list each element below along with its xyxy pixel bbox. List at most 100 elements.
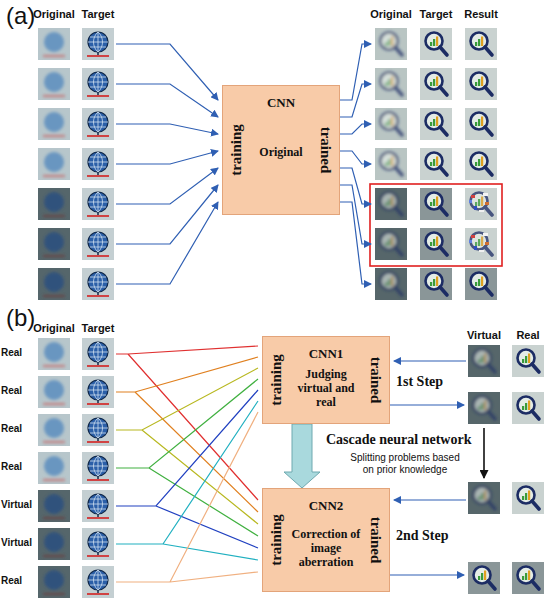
blurred-thumbnail (38, 268, 70, 300)
target-thumbnail (420, 68, 452, 100)
result-thumbnail (465, 68, 497, 100)
side-label: trained (367, 357, 384, 404)
result-thumbnail (465, 268, 497, 300)
row-label: Real (1, 347, 22, 359)
row-label: Real (1, 461, 22, 473)
panel-label: (b) (6, 304, 35, 332)
side-label: trained (367, 517, 384, 564)
box-body: Original (247, 146, 315, 160)
blurred-thumbnail (38, 338, 70, 370)
data-arrow (340, 124, 371, 134)
data-arrows (116, 44, 371, 284)
training-line (116, 346, 258, 500)
blurred-thumbnail (375, 148, 407, 180)
target-thumbnail (82, 28, 114, 60)
data-arrow (340, 84, 371, 117)
box-title: CNN2 (289, 498, 363, 514)
side-label: training (228, 124, 245, 176)
blurred-thumbnail (38, 452, 70, 484)
column-header: Virtual (460, 329, 508, 342)
data-arrow (116, 168, 218, 204)
training-line (116, 401, 258, 560)
step-label: 1st Step (396, 374, 443, 390)
step-arrow (390, 404, 464, 405)
training-line (116, 412, 258, 582)
data-arrow (116, 124, 218, 134)
target-thumbnail (82, 528, 114, 560)
network-box: CNN1Judging virtual and realtrainingtrai… (262, 336, 390, 424)
training-line (116, 357, 258, 512)
blurred-thumbnail (375, 228, 407, 260)
network-box: CNNOriginaltrainingtrained (222, 85, 340, 215)
box-body: Judging virtual and real (287, 368, 365, 409)
blurred-thumbnail (38, 528, 70, 560)
blurred-thumbnail (375, 108, 407, 140)
blurred-thumbnail (38, 148, 70, 180)
step-arrow (390, 574, 464, 575)
cascade-arrow (284, 424, 320, 488)
side-label: training (268, 514, 285, 566)
virtual-thumbnail (468, 392, 500, 424)
highlight-box (370, 184, 502, 266)
title-label: Cascade neural network (326, 432, 471, 448)
training-line (116, 379, 258, 536)
data-arrow (340, 168, 371, 204)
data-arrow (116, 84, 218, 117)
target-thumbnail (420, 148, 452, 180)
blurred-thumbnail (38, 108, 70, 140)
target-thumbnail (420, 108, 452, 140)
result-thumbnail (465, 28, 497, 60)
step-label: 2nd Step (396, 528, 449, 544)
column-header: Original (30, 322, 78, 335)
blurred-thumbnail (38, 566, 70, 598)
pass-arrow (483, 428, 485, 478)
column-header: Target (414, 8, 458, 21)
target-thumbnail (82, 452, 114, 484)
training-line (116, 390, 258, 548)
row-label: Real (1, 423, 22, 435)
target-thumbnail (82, 376, 114, 408)
blurred-thumbnail (375, 28, 407, 60)
step-arrow (394, 360, 466, 361)
target-thumbnail (420, 188, 452, 220)
input-thumbnails (38, 28, 114, 300)
target-thumbnail (82, 490, 114, 522)
real-thumbnail (512, 392, 544, 424)
target-thumbnail (82, 108, 114, 140)
target-thumbnail (82, 148, 114, 180)
target-thumbnail (420, 28, 452, 60)
target-thumbnail (82, 68, 114, 100)
column-header: Target (76, 8, 120, 21)
blurred-thumbnail (375, 68, 407, 100)
target-thumbnail (82, 228, 114, 260)
network-box: CNN2Correction of image aberrationtraini… (262, 488, 390, 592)
step-thumbnails (468, 345, 544, 594)
blurred-thumbnail (38, 376, 70, 408)
step-arrow (394, 499, 466, 500)
box-title: CNN (249, 95, 313, 111)
real-thumbnail (512, 345, 544, 377)
row-label: Virtual (1, 537, 32, 549)
result-thumbnail (465, 148, 497, 180)
data-arrow (116, 185, 218, 244)
column-header: Original (367, 8, 415, 21)
blurred-thumbnail (38, 188, 70, 220)
blurred-thumbnail (38, 28, 70, 60)
target-thumbnail (82, 566, 114, 598)
panel-label: (a) (6, 2, 35, 30)
target-thumbnail (420, 268, 452, 300)
blurred-thumbnail (38, 68, 70, 100)
training-line (116, 368, 258, 524)
corrected-thumbnail (512, 562, 544, 594)
data-arrow (340, 151, 371, 164)
virtual-thumbnail (468, 345, 500, 377)
blurred-thumbnail (375, 268, 407, 300)
real-thumbnail (512, 482, 544, 514)
column-header: Real (506, 329, 550, 342)
box-body: Correction of image aberration (287, 528, 365, 569)
row-label: Real (1, 385, 22, 397)
blurred-thumbnail (38, 228, 70, 260)
row-label: Real (1, 575, 22, 587)
target-thumbnail (82, 414, 114, 446)
side-label: training (268, 354, 285, 406)
